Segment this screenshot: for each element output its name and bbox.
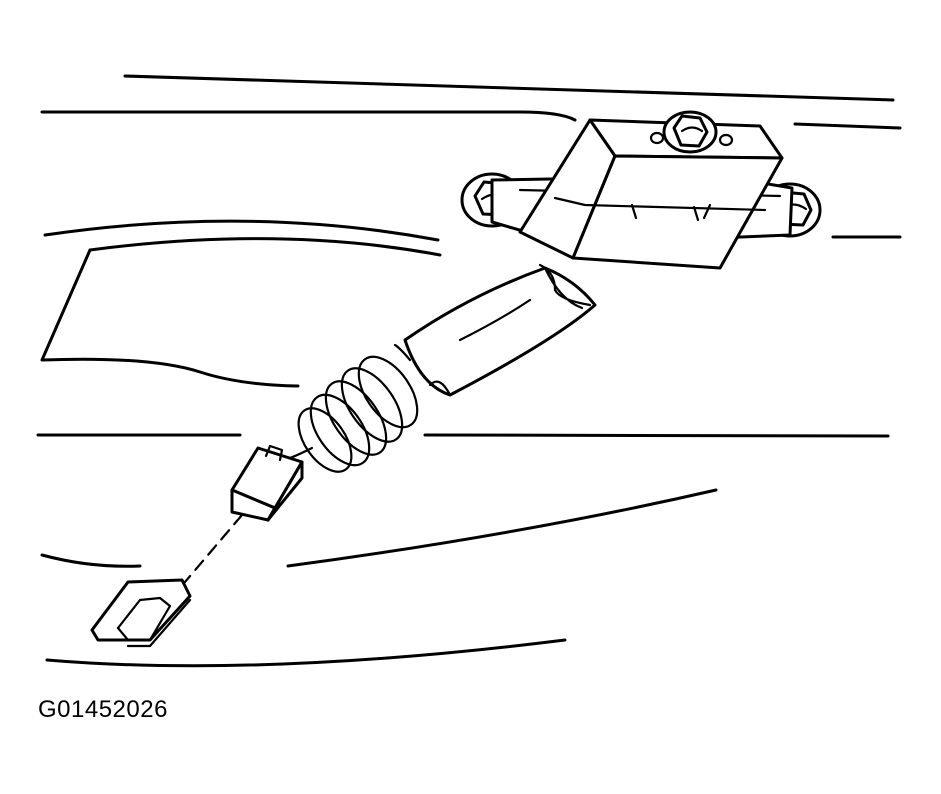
alignment-dashed-line — [183, 513, 244, 584]
coil-spring — [288, 343, 419, 473]
background-panel-lines — [36, 74, 902, 668]
figure-id-label: G01452026 — [38, 696, 168, 723]
mounting-bracket — [518, 118, 784, 270]
wire-connector — [230, 444, 304, 522]
bolt-icon — [662, 110, 718, 154]
hose-sleeve — [403, 263, 597, 397]
connector-clip — [90, 578, 192, 648]
